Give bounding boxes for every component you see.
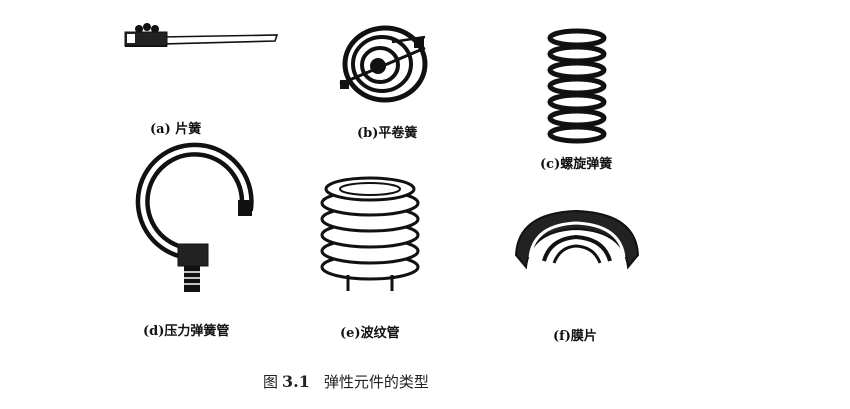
leaf-spring-drawing [115,15,280,55]
bellows-drawing [318,175,423,295]
caption-prefix: 图 [263,373,279,391]
label-bourdon-tube: (d)压力弹簧管 [143,324,230,339]
label-helical-spring: (c)螺旋弹簧 [540,157,613,172]
helical-spring-drawing [540,28,615,148]
bourdon-tube-drawing [122,140,262,300]
caption-number: 3.1 [282,372,310,391]
label-diaphragm: (f)膜片 [553,329,597,344]
label-leaf-spring: (a) 片簧 [150,122,202,137]
label-flat-spiral-spring: (b)平卷簧 [357,126,418,141]
diaphragm-drawing [510,205,645,280]
flat-spiral-spring-drawing [330,12,445,112]
label-bellows: (e)波纹管 [340,326,400,341]
caption-title: 弹性元件的类型 [323,373,429,391]
